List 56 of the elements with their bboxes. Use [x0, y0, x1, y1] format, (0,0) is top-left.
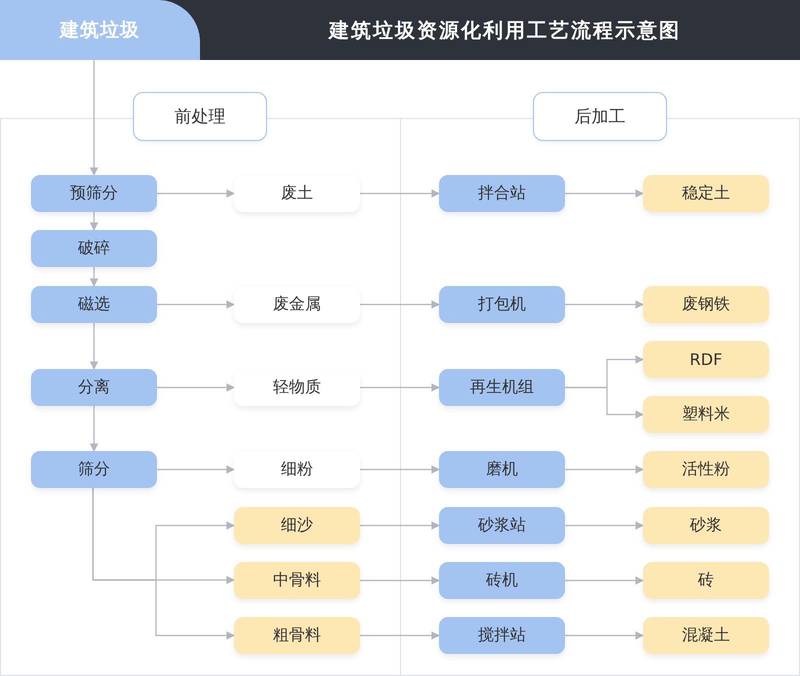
process-box: 砖机: [439, 562, 565, 599]
process-box: 砂浆站: [439, 507, 565, 544]
output-box: 废土: [234, 175, 360, 212]
output-box: 细粉: [234, 451, 360, 488]
arrow: [360, 189, 440, 198]
arrow: [565, 576, 644, 585]
product-box: 废钢铁: [643, 286, 769, 323]
arrow: [157, 465, 235, 474]
arrow: [90, 323, 98, 370]
arrow: [565, 189, 644, 198]
section-panel: [0, 92, 401, 676]
product-box: 砂浆: [643, 507, 769, 544]
product-box: 塑料米: [643, 396, 769, 433]
arrow: [90, 406, 98, 452]
process-box: 打包机: [439, 286, 565, 323]
product-box: 稳定土: [643, 175, 769, 212]
process-box: 磨机: [439, 451, 565, 488]
output-box: 废金属: [234, 286, 360, 323]
process-box: 磁选: [31, 286, 157, 323]
arrow: [157, 189, 235, 198]
arrow: [157, 383, 235, 392]
process-box: 再生机组: [439, 369, 565, 406]
arrow: [157, 300, 235, 309]
arrow: [90, 212, 98, 231]
product-box: RDF: [643, 341, 769, 378]
process-box: 预筛分: [31, 175, 157, 212]
product-box: 细沙: [234, 507, 360, 544]
source-tab: 建筑垃圾: [0, 0, 200, 60]
product-box: 粗骨料: [234, 617, 360, 654]
arrow: [90, 267, 98, 287]
arrow: [90, 60, 98, 176]
arrow: [360, 300, 440, 309]
arrow: [565, 465, 644, 474]
process-box: 分离: [31, 369, 157, 406]
section-panel: [400, 92, 800, 676]
product-box: 混凝土: [643, 617, 769, 654]
arrow: [360, 576, 440, 585]
process-box: 破碎: [31, 230, 157, 267]
arrow: [360, 631, 440, 640]
process-box: 拌合站: [439, 175, 565, 212]
arrow: [565, 631, 644, 640]
product-box: 活性粉: [643, 451, 769, 488]
product-box: 中骨料: [234, 562, 360, 599]
arrow: [92, 488, 235, 640]
arrow: [565, 300, 644, 309]
process-box: 筛分: [31, 451, 157, 488]
process-box: 搅拌站: [439, 617, 565, 654]
section-header: 后加工: [533, 92, 667, 141]
section-header: 前处理: [133, 92, 267, 141]
product-box: 砖: [643, 562, 769, 599]
arrow: [565, 521, 644, 530]
arrow: [360, 465, 440, 474]
arrow: [565, 386, 644, 419]
output-box: 轻物质: [234, 369, 360, 406]
arrow: [360, 521, 440, 530]
arrow: [360, 383, 440, 392]
